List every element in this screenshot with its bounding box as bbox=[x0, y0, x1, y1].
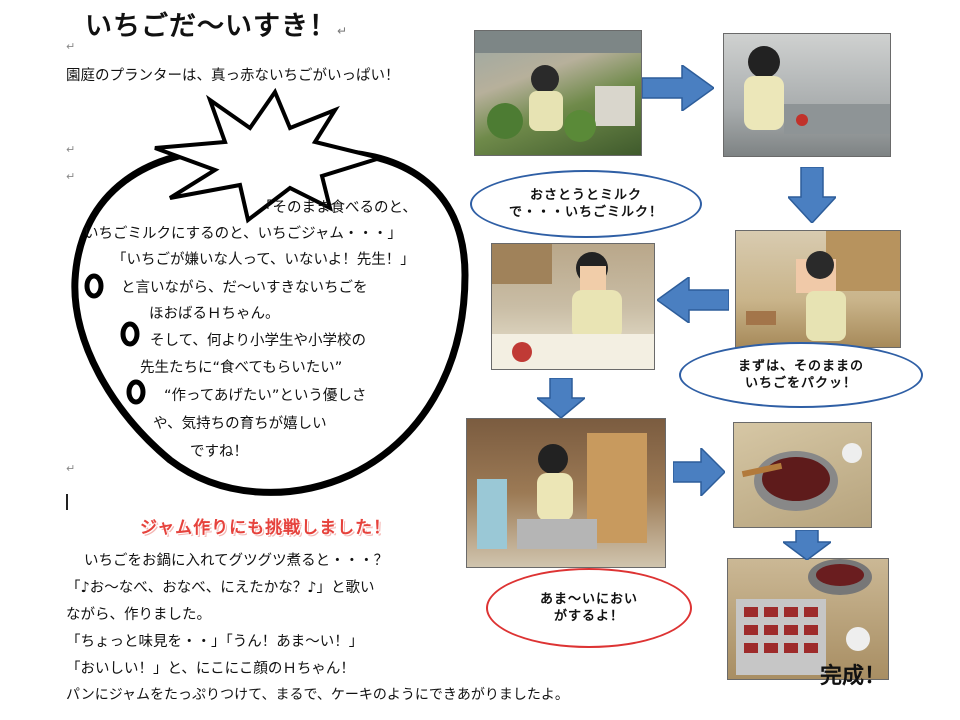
speech-bubble-raw: まずは、そのままの いちごをパクッ！ bbox=[679, 342, 923, 408]
intro-text: 園庭のプランターは、真っ赤ないちごがいっぱい！ bbox=[66, 64, 400, 85]
intro-text-content: 園庭のプランターは、真っ赤ないちごがいっぱい！ bbox=[66, 68, 400, 84]
jam-line: 「ちょっと味見を・・」「うん！あま～い！」 bbox=[66, 634, 364, 650]
arrow-down-icon bbox=[788, 167, 836, 223]
arrow-down-icon bbox=[537, 378, 585, 418]
photo-milk bbox=[491, 243, 655, 370]
strawberry-line: や、気持ちの育ちが嬉しい bbox=[153, 416, 327, 432]
text-cursor bbox=[66, 494, 68, 510]
photo-pot bbox=[733, 422, 872, 528]
bubble-line: で・・・いちごミルク！ bbox=[508, 205, 663, 220]
page-title-text: いちごだ～いすき！ bbox=[85, 11, 337, 42]
photo-washing bbox=[723, 33, 891, 157]
jam-line: パンにジャムをたっぷりつけて、まるで、ケーキのようにできあがりましたよ。 bbox=[66, 687, 569, 703]
seed-icon bbox=[126, 379, 146, 405]
strawberry-outline-icon bbox=[71, 87, 469, 496]
strawberry-line: 「そのまま食べるのと、 bbox=[258, 200, 417, 216]
photo-eating-raw bbox=[735, 230, 901, 348]
done-label: 完成！ bbox=[820, 664, 887, 689]
arrow-right-icon bbox=[642, 65, 714, 111]
return-mark: ↵ bbox=[66, 40, 76, 53]
return-mark: ↵ bbox=[66, 170, 76, 183]
page-title: いちごだ～いすき！↵ bbox=[85, 4, 348, 43]
photo-planter bbox=[474, 30, 642, 156]
bubble-line: おさとうとミルク bbox=[529, 188, 642, 203]
return-mark: ↵ bbox=[66, 462, 76, 475]
arrow-right-icon bbox=[673, 448, 725, 496]
bubble-line: がするよ！ bbox=[553, 609, 624, 624]
return-mark: ↵ bbox=[337, 24, 349, 38]
strawberry-line: と言いながら、だ～いすきないちごを bbox=[121, 280, 368, 296]
photo-cooking bbox=[466, 418, 666, 568]
bubble-line: あま～いにおい bbox=[539, 592, 638, 607]
jam-line: ながら、作りました。 bbox=[66, 607, 211, 623]
bubble-line: いちごをパクッ！ bbox=[744, 376, 857, 391]
photo-finished bbox=[727, 558, 889, 680]
arrow-left-icon bbox=[657, 277, 729, 323]
child-figure-icon bbox=[475, 31, 641, 142]
arrow-down-icon bbox=[783, 530, 831, 560]
jam-line: 「おいしい！」と、にこにこ顔のＨちゃん！ bbox=[66, 661, 355, 677]
speech-bubble-milk: おさとうとミルク で・・・いちごミルク！ bbox=[470, 170, 702, 238]
jam-line: 「♪お～なべ、おなべ、にえたかな？♪」と歌い bbox=[66, 580, 375, 596]
strawberry-line: “作ってあげたい”という優しさ bbox=[164, 388, 367, 404]
strawberry-line: 先生たちに“食べてもらいたい” bbox=[140, 360, 343, 376]
seed-icon bbox=[84, 273, 104, 299]
seed-icon bbox=[120, 321, 140, 347]
jam-line: いちごをお鍋に入れてグツグツ煮ると・・・？ bbox=[84, 553, 389, 569]
jam-heading: ジャム作りにも挑戦しました！ bbox=[140, 518, 392, 538]
strawberry-line: そして、何より小学生や小学校の bbox=[150, 333, 367, 349]
strawberry-line: ですね！ bbox=[190, 444, 248, 460]
strawberry-line: ほおばるＨちゃん。 bbox=[149, 306, 280, 322]
bubble-line: まずは、そのままの bbox=[737, 359, 864, 374]
strawberry-line: 「いちごが嫌いな人って、いないよ！先生！」 bbox=[112, 252, 415, 268]
speech-bubble-smell: あま～いにおい がするよ！ bbox=[486, 568, 692, 648]
strawberry-line: いちごミルクにするのと、いちごジャム・・・」 bbox=[84, 226, 402, 242]
return-mark: ↵ bbox=[66, 143, 76, 156]
